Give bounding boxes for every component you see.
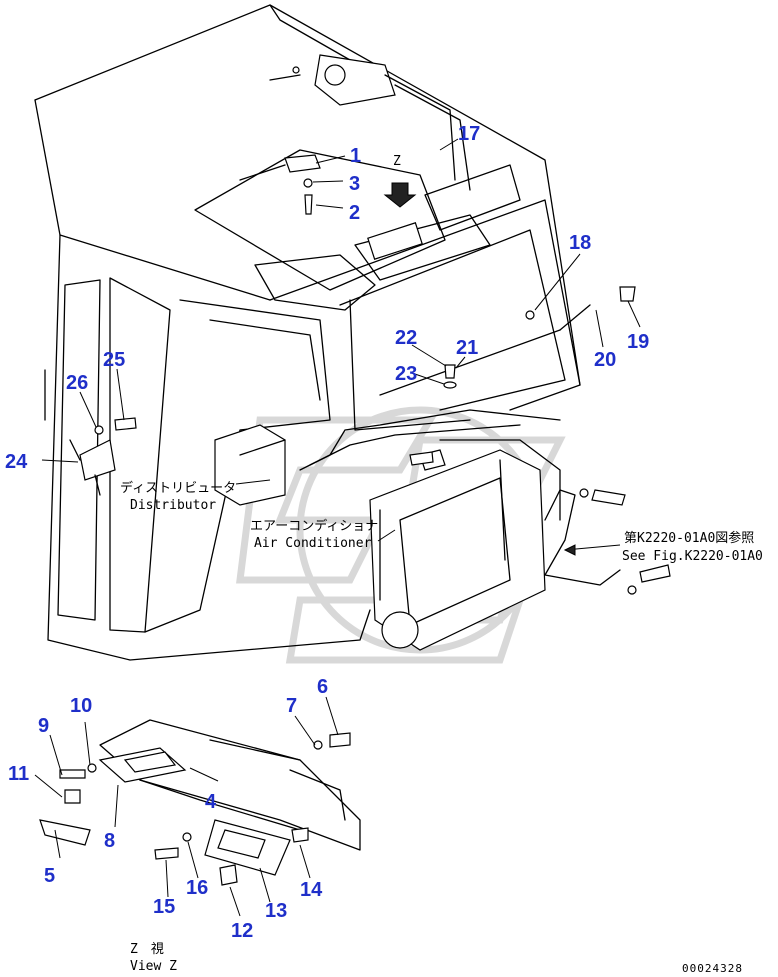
callout-8: 8	[104, 830, 115, 852]
drawing-code: 00024328	[682, 962, 743, 975]
callout-12: 12	[231, 920, 253, 942]
distributor-label-en: Distributor	[130, 498, 216, 513]
callout-7: 7	[286, 695, 297, 717]
relay-bracket	[239, 154, 321, 215]
cab-body	[34, 4, 581, 661]
callout-19: 19	[627, 331, 649, 353]
callout-11: 11	[8, 763, 29, 785]
roof-panel	[194, 149, 521, 311]
view-z-label-en: View Z	[130, 959, 177, 974]
callout-25: 25	[103, 349, 125, 371]
callout-24: 24	[5, 451, 28, 473]
ref-label-jp: 第K2220-01A0図参照	[624, 530, 754, 546]
callout-3: 3	[349, 173, 360, 195]
callout-23: 23	[395, 363, 417, 385]
aircon-label-jp: エアーコンディショナ	[250, 518, 378, 534]
callout-26: 26	[66, 372, 88, 394]
annotations: ディストリビュータ Distributor エアーコンディショナ Air Con…	[120, 480, 763, 975]
callout-22: 22	[395, 327, 417, 349]
callout-1: 1	[350, 145, 361, 167]
view-z-marker: Z	[393, 154, 401, 169]
callout-13: 13	[265, 900, 287, 922]
callout-10: 10	[70, 695, 92, 717]
view-z-label-jp: Z 視	[130, 942, 164, 957]
leader-lines	[34, 138, 641, 917]
ref-label-en: See Fig.K2220-01A0	[622, 549, 763, 564]
callout-15: 15	[153, 896, 175, 918]
air-conditioner-unit	[369, 449, 546, 651]
view-z-arrow: Z	[383, 154, 417, 208]
wire-harness	[299, 286, 636, 521]
ref-wiring	[544, 488, 671, 595]
callout-14: 14	[300, 879, 323, 901]
wiper-motor	[269, 54, 471, 191]
callout-17: 17	[458, 123, 480, 145]
aircon-label-en: Air Conditioner	[254, 536, 372, 551]
callout-6: 6	[317, 676, 328, 698]
callout-9: 9	[38, 715, 49, 737]
view-z-detail	[39, 719, 361, 886]
mount-bolt	[409, 364, 457, 466]
switch-bracket	[69, 417, 137, 496]
callout-20: 20	[594, 349, 616, 371]
callout-4: 4	[205, 791, 217, 813]
callout-5: 5	[44, 865, 55, 887]
distributor-box	[214, 424, 286, 506]
distributor-label-jp: ディストリビュータ	[120, 480, 236, 496]
callout-numbers: 1 2 3 4 5 6 7 8 9 10 11 12 13 14 15 16 1…	[5, 123, 649, 942]
callout-2: 2	[349, 202, 360, 224]
callout-16: 16	[186, 877, 208, 899]
callout-18: 18	[569, 232, 591, 254]
callout-21: 21	[456, 337, 478, 359]
